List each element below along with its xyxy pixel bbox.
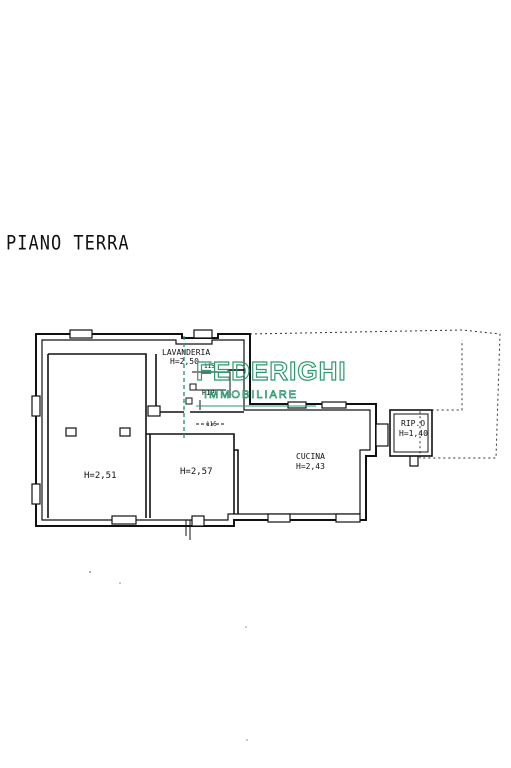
dimension-115-b: 115 (206, 421, 217, 428)
window-marks (31, 329, 361, 525)
plan-title: PIANO TERRA (6, 232, 130, 255)
scan-specks (89, 571, 248, 741)
interior-walls (47, 353, 244, 518)
door-marks (65, 405, 389, 540)
room-height-cucina: H=2,43 (296, 462, 325, 471)
room-height-lavanderia: H=2,50 (170, 357, 199, 366)
laundry-fixtures (185, 371, 231, 425)
room-height-living: H=2,51 (84, 471, 117, 481)
watermark-brand: FEDERIGHI (196, 356, 347, 386)
room-label-rip: RIP. (202, 389, 219, 397)
room-label-cucina: CUCINA (296, 452, 325, 461)
room-height-ripo: H=1,40 (399, 429, 428, 438)
room-label-ripo: RIP.O (401, 419, 425, 428)
storage-room (389, 409, 433, 467)
watermark-subtitle: IMMOBILIARE (204, 389, 298, 401)
brand-watermark: FEDERIGHI IMMOBILIARE (183, 336, 347, 440)
dimension-115-a: 115 (204, 363, 215, 370)
room-label-lavanderia: LAVANDERIA (162, 348, 210, 357)
room-height-hall: H=2,57 (180, 467, 213, 477)
